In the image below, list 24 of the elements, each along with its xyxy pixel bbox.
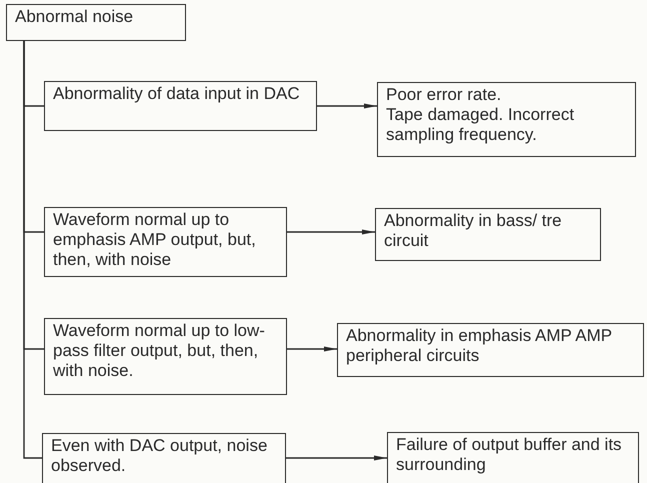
box-text: Even with DAC output, noise observed. xyxy=(51,436,268,476)
box-text: Failure of output buffer and its surrounding xyxy=(396,435,623,475)
box-text: Abnormality in emphasis AMP AMP peripheral circuits xyxy=(346,326,613,366)
box-text: Waveform normal up to low-pass filter output, but, then, with noise. xyxy=(53,321,266,381)
process-box xyxy=(6,4,186,41)
box-text: Waveform normal up to emphasis AMP output, but, then, with noise xyxy=(53,210,257,270)
process-box xyxy=(377,82,636,157)
box-text: Abnormality in bass/ tre circuit xyxy=(384,211,563,251)
arrow xyxy=(286,456,387,460)
arrow xyxy=(317,104,377,108)
box-text: Poor error rate. xyxy=(386,85,502,105)
connector-line xyxy=(23,41,42,459)
arrow xyxy=(287,230,375,234)
box-text: Abnormality of data input in DAC xyxy=(53,84,301,104)
process-box xyxy=(42,433,286,483)
process-box xyxy=(44,81,317,131)
process-box xyxy=(44,207,287,277)
box-text: Tape damaged. Incorrect sampling frequency. xyxy=(386,105,576,145)
box-text: Abnormal noise xyxy=(15,7,134,27)
arrow xyxy=(287,346,337,352)
process-box xyxy=(44,318,287,395)
process-box xyxy=(337,323,644,377)
process-box xyxy=(375,208,601,261)
process-box xyxy=(387,432,639,483)
